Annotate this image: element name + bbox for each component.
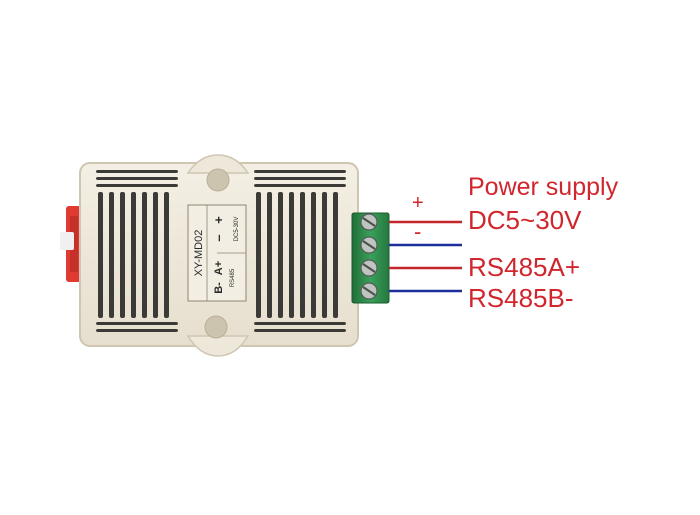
vent-slot — [142, 192, 147, 318]
vent-slot — [254, 170, 346, 173]
screw-slot — [362, 286, 376, 296]
vent-slot — [131, 192, 136, 318]
pin-group-power: DC5-30V — [234, 217, 240, 242]
vent-slot — [254, 177, 346, 180]
pin-label-b: B- — [213, 282, 225, 294]
vent-slot — [254, 329, 346, 332]
pin-label-minus: – — [211, 234, 226, 241]
vent-slot — [96, 184, 178, 187]
model-label: XY-MD02 — [193, 230, 205, 277]
vent-slot — [109, 192, 114, 318]
minus-sign-label: - — [414, 219, 422, 244]
screw-slot — [362, 263, 376, 273]
wires — [389, 220, 462, 293]
vent-slot — [254, 322, 346, 325]
vent-slot — [120, 192, 125, 318]
vent-slot — [333, 192, 338, 318]
ventilation-slots — [96, 170, 346, 332]
plus-sign-label: + — [412, 192, 424, 214]
vent-slot — [96, 177, 178, 180]
vent-slot — [267, 192, 272, 318]
device-label: XY-MD02 B- A+ RS485 – + DC5-30V — [193, 216, 240, 294]
vent-slot — [96, 322, 178, 325]
vent-slot — [256, 192, 261, 318]
rs485b-label: RS485B- — [468, 283, 574, 313]
power-supply-label: Power supply — [468, 173, 619, 201]
vent-slot — [322, 192, 327, 318]
vent-slot — [254, 184, 346, 187]
vent-slot — [300, 192, 305, 318]
terminal-block — [351, 212, 390, 304]
vent-slot — [96, 170, 178, 173]
vent-slot — [289, 192, 294, 318]
screw-slot — [362, 217, 376, 227]
vent-slot — [153, 192, 158, 318]
pin-label-plus: + — [211, 216, 226, 224]
pin-group-rs485: RS485 — [230, 268, 236, 287]
terminal-screws — [360, 213, 378, 300]
pin-label-a: A+ — [213, 261, 225, 275]
sensor-housing — [79, 154, 359, 357]
vent-slot — [96, 329, 178, 332]
power-range-label: DC5~30V — [468, 205, 582, 235]
vent-slot — [278, 192, 283, 318]
screw-slot — [362, 240, 376, 250]
rs485a-label: RS485A+ — [468, 252, 581, 282]
vent-slot — [311, 192, 316, 318]
vent-slot — [98, 192, 103, 318]
vent-slot — [164, 192, 169, 318]
